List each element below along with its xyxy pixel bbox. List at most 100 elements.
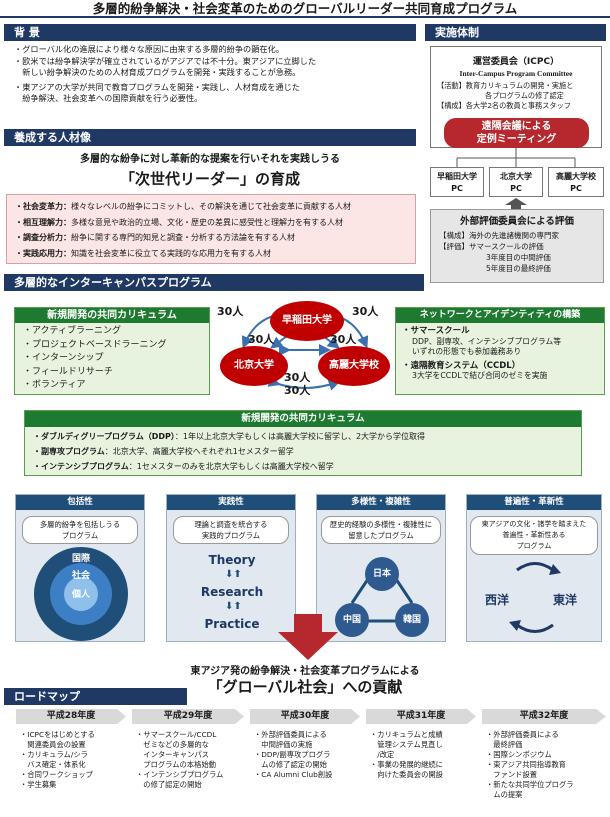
contribution-line1: 東アジア発の紛争解決・社会変革プログラムによる [190,666,420,677]
roadmap-year: 平成32年度 ・外部評価委員による 最終評価 ・国際シンポジウム・東アジア共同指… [482,709,606,800]
flow-practice: Practice [204,617,260,631]
feature-head: 包括性 [16,495,144,510]
side-west: 西洋 [485,593,510,607]
personnel-intro: 多層的な紛争に対し革新的な提案を行いそれを実践しうる [80,154,340,165]
personnel-heading: 養成する人材像 [4,129,416,146]
curriculum-item: ・フィールドリサーチ [23,366,113,377]
university-peking: 北京大学 [220,346,288,386]
year-label: 平成30年度 [250,709,360,724]
background-line: ・グローバル化の進展により様々な原因に由来する多層的紛争の顕在化。 [14,44,284,54]
personnel-item: ・社会変革力：様々なレベルの紛争にコミットし、その解決を通じて社会変革に貢献する… [15,202,351,211]
pc-connector [456,148,576,168]
background-heading: 背 景 [4,24,416,41]
background-line: 新しい紛争解決のための人材育成プログラムを開発・実践することが急務。 [14,67,301,77]
curriculum-item: ・インターンシップ [23,353,104,363]
down-arrow-icon [278,614,338,660]
ring-inner [64,577,98,611]
roadmap-year: 平成29年度 ・サマースクール/CCDL ゼミなどの多層的な インターキャンパス… [132,709,244,790]
count-label: 30人 [248,333,275,346]
joint-item: ・副専攻プログラム：北京大学、高麗大学校へそれぞれ1セメスター留学 [33,447,294,456]
eval-line: 【構成】海外の先進諸機関の専門家 [439,231,559,240]
eval-line: 3年度目の中間評価 [486,253,551,262]
joint-item: ・インテンシブプログラム：1セメスターのみを北京大学もしくは高麗大学校へ留学 [33,462,334,471]
year-label: 平成32年度 [482,709,606,724]
feature-head: 実践性 [167,495,295,510]
background-line: ・欧米では紛争解決学が確立されているがアジアでは不十分。東アジアに立脚した [14,55,317,66]
roadmap-year: 平成31年度 ・カリキュラムと成績 管理システム見直し /改定・事業の発展的継続… [366,709,476,780]
network-box: ネットワークとアイデンティティの構築 ・サマースクール DDP、副専攻、インテン… [395,307,605,395]
curriculum-title: 新規開発の共同カリキュラム [15,308,209,323]
joint-item: ・ダブルディグリープログラム（DDP）：1年以上北京大学もしくは高麗大学校に留学… [33,432,426,441]
eval-box: 外部評価委員会による評価 【構成】海外の先進諸機関の専門家 【評価】サマースクー… [430,209,604,283]
committee-name: 運営委員会（ICPC） [472,57,560,67]
feature-head: 普遍性・革新性 [467,495,601,510]
network-summer-desc: いずれの形態でも参加義務あり [412,347,522,356]
feature-head: 多様性・複雑性 [317,495,445,510]
swap-arrow-icon: ⬇⬆ [225,569,242,580]
node-korea: 韓国 [395,603,429,637]
committee-line: 【構成】各大学2名の教員と事務スタッフ [437,101,571,110]
joint-title: 新規開発の共同カリキュラム [25,411,581,427]
cycle-arrows-icon [509,562,561,633]
personnel-item: ・実践応用力：知識を社会変革に役立てる実践的な応用力を有する人材 [15,248,271,258]
curriculum-item: ・アクティブラーニング [23,326,122,336]
node-china: 中国 [335,603,369,637]
year-label: 平成28年度 [16,709,126,724]
count-label: 30人 [284,384,311,397]
eval-line: 5年度目の最終評価 [486,264,551,273]
roadmap-year: 平成30年度 ・外部評価委員による 中間評価の実施 ・DDP/副専攻プログラ ム… [250,709,360,780]
curriculum-box: 新規開発の共同カリキュラム ・アクティブラーニング ・プロジェクトベースドラーニ… [14,307,210,395]
eval-line: 【評価】サマースクールの評価 [439,242,544,251]
roadmap-year: 平成28年度 ・ICPCをはじめとする 関連委員会の設置 ・カリキュラム/シラ … [16,709,126,790]
roadmap-heading: ロードマップ [4,688,187,705]
university-korea: 高麗大学校 [318,346,390,386]
count-label: 30人 [352,305,379,318]
joint-curriculum-box: 新規開発の共同カリキュラム ・ダブルディグリープログラム（DDP）：1年以上北京… [24,410,582,476]
personnel-list: ・社会変革力：様々なレベルの紛争にコミットし、その解決を通じて社会変革に貢献する… [6,194,416,264]
committee-line: 【活動】教育カリキュラムの開発・実施と [437,81,574,90]
personnel-item: ・調査分析力：紛争に関する専門的知見と調査・分析する方法論を有する人材 [15,233,295,242]
up-arrow-icon [505,198,527,210]
ring-label-intl: 国際 [71,554,90,564]
background-text: ・グローバル化の進展により様々な原因に由来する多層的紛争の顕在化。 ・欧米では紛… [14,44,414,105]
feature-card-diversity: 多様性・複雑性 歴史的経験の多様性・複雑性に留意したプログラム 日本 中国 韓国 [316,494,446,642]
background-line: ・東アジアの大学が共同で教育プログラムを開発・実践し、人材育成を通じた [14,81,300,92]
committee-en: Inter-Campus Program Committee [459,69,573,78]
system-heading: 実施体制 [425,24,606,41]
year-label: 平成29年度 [132,709,244,724]
curriculum-item: ・ボランティア [23,380,86,390]
intercampus-heading: 多層的なインターキャンパスプログラム [4,274,424,291]
network-summer-desc: DDP、副専攻、インテンシブプログラム等 [412,336,562,346]
count-label: 30人 [330,333,357,346]
network-title: ネットワークとアイデンティティの構築 [396,308,604,323]
university-waseda: 早稲田大学 [270,301,344,341]
feature-desc: 歴史的経験の多様性・複雑性に留意したプログラム [321,516,441,544]
feature-card-practical: 実践性 理論と調査を統合する実践的プログラム Theory ⬇⬆ Researc… [166,494,296,642]
network-ccdl-desc: 3大学をCCDLで結び合同のゼミを実施 [412,371,548,380]
committee-line: 各プログラムの修了認定 [485,91,564,100]
flow-research: Research [200,585,264,599]
ring-label-society: 社会 [71,571,90,581]
personnel-title: 「次世代リーダー」の育成 [119,170,300,188]
network-ccdl: ・遠隔教育システム（CCDL） [402,360,521,371]
meeting-badge: 遠隔会議による 定例ミーティング [444,118,589,148]
eval-title: 外部評価委員会による評価 [460,216,574,227]
feature-desc: 理論と調査を統合する実践的プログラム [173,516,289,544]
page-title: 多層的紛争解決・社会変革のためのグローバルリーダー共同育成プログラム [0,0,610,18]
background-line: 紛争解決、社会変革への国際貢献を行う必要性。 [14,93,203,103]
count-label: 30人 [284,371,311,384]
curriculum-item: ・プロジェクトベースドラーニング [23,339,167,350]
feature-desc: 多層的紛争を包括しうるプログラム [22,516,138,544]
network-summer: ・サマースクール [402,326,470,336]
count-label: 30人 [217,305,244,318]
side-east: 東洋 [553,593,578,607]
year-label: 平成31年度 [366,709,476,724]
feature-card-inclusive: 包括性 多層的紛争を包括しうるプログラム 国際 社会 個人 [15,494,145,642]
node-japan: 日本 [365,557,399,591]
personnel-item: ・相互理解力：多様な意見や政治的立場、文化・歴史の差異に感受性と理解力を有する人… [15,217,343,227]
flow-theory: Theory [208,553,256,567]
feature-desc: 東アジアの文化・諸学を踏まえた普遍性・革新性あるプログラム [470,516,598,555]
